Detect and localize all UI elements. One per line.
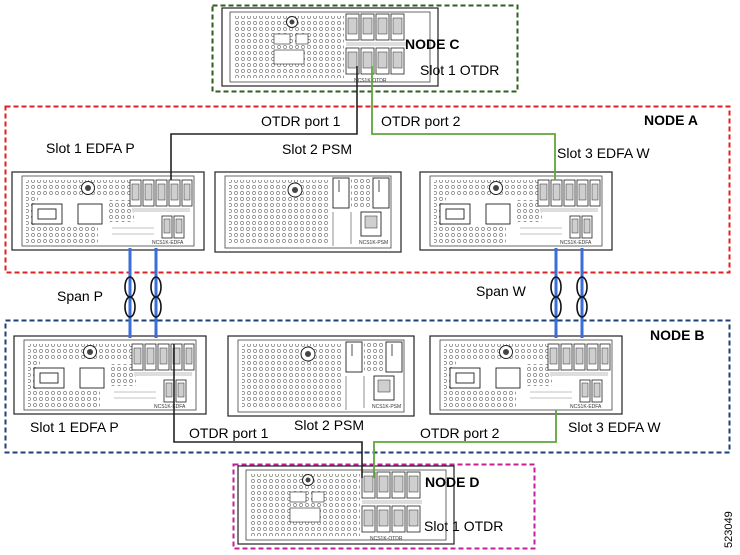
document-id: 523049 (723, 511, 735, 548)
node-a-otdr-port-2-label: OTDR port 2 (381, 113, 461, 129)
node-a-edfa-p-label: Slot 1 EDFA P (46, 140, 135, 156)
span-w-fibers (550, 248, 588, 338)
span-p-label: Span P (57, 288, 103, 304)
node-b-edfa-p-module: NCS1K-EDFA (13, 335, 207, 415)
node-b-otdr-port-1-label: OTDR port 1 (189, 425, 269, 441)
node-c-otdr-model: NCS1K-OTDR (354, 78, 387, 84)
node-a-edfa-p-module: NCS1K-EDFA (11, 171, 205, 251)
node-d-otdr-module: NCS1K-OTDR (237, 465, 455, 545)
node-a-edfa-w-model: NCS1K-EDFA (560, 240, 592, 246)
otdr-port-2-line-b (373, 410, 557, 478)
span-p-fibers (124, 248, 162, 338)
otdr-port-1-line-a (170, 66, 358, 180)
node-d-otdr-label: Slot 1 OTDR (424, 518, 503, 534)
node-b-edfa-p-model: NCS1K-EDFA (154, 404, 186, 410)
node-b-otdr-port-2-label: OTDR port 2 (420, 425, 500, 441)
node-c-otdr-module: NCS1K-OTDR (221, 7, 439, 87)
node-b-edfa-w-model: NCS1K-EDFA (570, 404, 602, 410)
node-b-psm-label: Slot 2 PSM (294, 417, 364, 433)
node-c-label: NODE C (405, 36, 459, 52)
node-a-edfa-w-label: Slot 3 EDFA W (557, 145, 650, 161)
node-a-psm-label: Slot 2 PSM (282, 141, 352, 157)
node-a-otdr-port-1-label: OTDR port 1 (261, 113, 341, 129)
node-b-edfa-w-module: NCS1K-EDFA (429, 335, 623, 415)
node-a-edfa-p-model: NCS1K-EDFA (152, 240, 184, 246)
otdr-port-2-line-a (371, 66, 556, 180)
node-b-edfa-w-label: Slot 3 EDFA W (568, 419, 661, 435)
node-c-box (211, 4, 519, 93)
node-d-box (232, 463, 536, 550)
span-w-label: Span W (476, 283, 527, 299)
node-d-label: NODE D (425, 474, 479, 490)
node-a-label: NODE A (644, 112, 698, 128)
node-a-edfa-w-module: NCS1K-EDFA (419, 171, 613, 251)
node-b-edfa-p-label: Slot 1 EDFA P (30, 419, 119, 435)
node-d-otdr-model: NCS1K-OTDR (370, 536, 403, 542)
node-b-psm-model: NCS1K-PSM (372, 404, 401, 410)
node-b-psm-module: NCS1K-PSM (227, 335, 415, 417)
node-a-box (4, 105, 731, 274)
node-a-psm-module: NCS1K-PSM (214, 171, 402, 253)
node-c-otdr-label: Slot 1 OTDR (420, 62, 499, 78)
otdr-port-1-line-b (173, 344, 363, 478)
node-b-box (4, 319, 731, 454)
node-b-label: NODE B (650, 327, 704, 343)
node-a-psm-model: NCS1K-PSM (359, 240, 388, 246)
